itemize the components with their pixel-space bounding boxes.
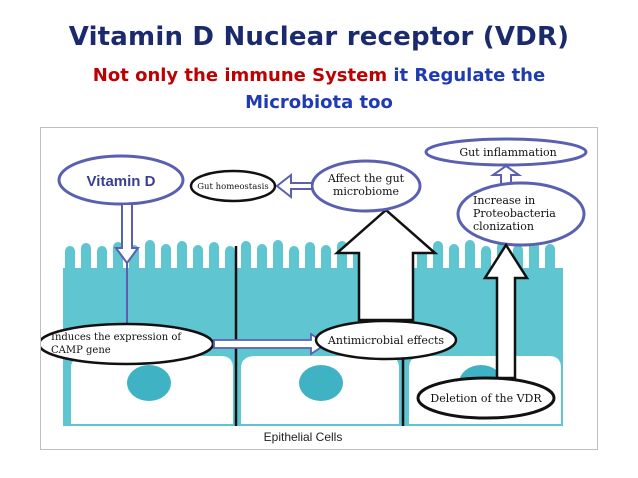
increase-label-line2: Proteobacteria (473, 207, 556, 220)
diagram-canvas: Vitamin D Induces the expression of CAMP… (41, 137, 588, 444)
antimicrobial-up-arrow (333, 208, 439, 322)
induces-label-line1: Induces the expression of (51, 332, 182, 343)
vitamin-d-label: Vitamin D (87, 173, 156, 190)
subtitle-blue-part: it Regulate the Microbiota too (245, 65, 546, 113)
gut-inflammation-label: Gut inflammation (459, 146, 556, 159)
slide-subtitle: Not only the immune System it Regulate t… (40, 62, 598, 116)
deletion-up-arrow (482, 242, 530, 380)
slide-title: Vitamin D Nuclear receptor (VDR) (68, 22, 570, 52)
increase-to-inflammation-arrow (489, 164, 523, 185)
gut-homeostasis-label: Gut homeostasis (197, 182, 268, 192)
induces-node (41, 322, 215, 366)
induces-label-line2: CAMP gene (51, 345, 111, 356)
nucleus-1 (127, 365, 171, 401)
subtitle-red-part: Not only the immune System (92, 65, 388, 86)
vdr-diagram: Vitamin D Induces the expression of CAMP… (40, 127, 598, 450)
induces-to-antimicrobial-arrow (213, 332, 328, 356)
affect-to-homeostasis-arrow (275, 172, 313, 200)
affect-gut-label-line2: microbiome (333, 185, 399, 198)
epithelial-cells-caption: Epithelial Cells (264, 430, 343, 444)
nucleus-2 (299, 365, 343, 401)
deletion-label: Deletion of the VDR (430, 392, 542, 405)
antimicrobial-label: Antimicrobial effects (327, 334, 445, 347)
increase-label-line1: Increase in (473, 194, 535, 207)
increase-node (456, 181, 586, 247)
vitamin-d-down-arrow (114, 203, 140, 265)
affect-gut-label-line1: Affect the gut (327, 172, 405, 185)
deletion-node (416, 376, 556, 420)
microvilli (65, 240, 555, 276)
gut-homeostasis-node (189, 169, 277, 203)
increase-label-line3: clonization (473, 220, 534, 233)
